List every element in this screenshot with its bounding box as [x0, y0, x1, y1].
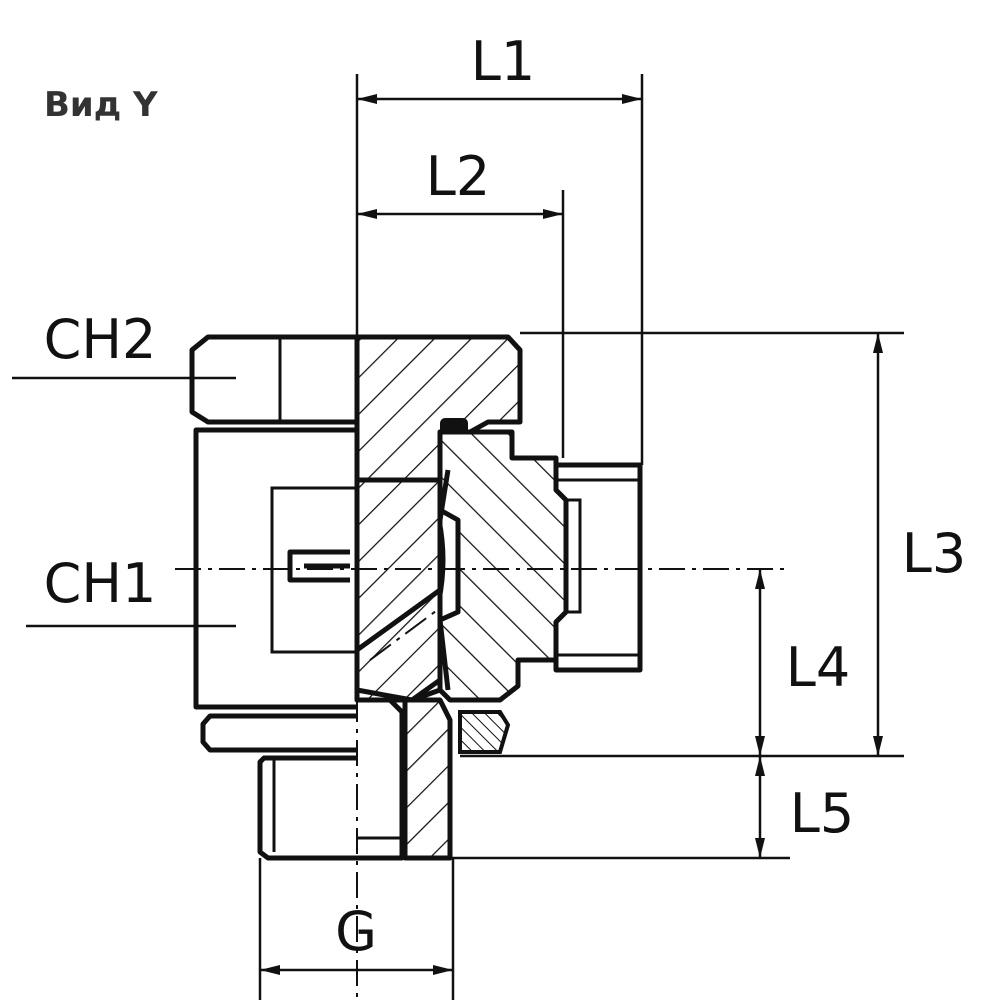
side-port: [553, 458, 643, 673]
label-l2: L2: [426, 145, 490, 208]
exterior-view: [189, 334, 357, 861]
label-l1: L1: [471, 30, 535, 93]
view-title: Вид Y: [44, 85, 158, 125]
top-seal: [440, 418, 468, 434]
bottom-seal: [458, 710, 511, 754]
label-l5: L5: [790, 782, 854, 845]
body-section: [437, 429, 569, 703]
oblique-bore: [354, 587, 443, 703]
label-g: G: [335, 900, 377, 963]
swivel-symbol: [287, 549, 350, 583]
section-view: [175, 300, 790, 1000]
bolt-section: [354, 477, 443, 703]
flange-ring: [200, 713, 357, 753]
label-l4: L4: [786, 636, 850, 699]
label-l3: L3: [902, 522, 966, 585]
label-ch2: CH2: [44, 308, 157, 371]
bolt-shank: [402, 697, 453, 861]
hex-nut-ch2: [189, 334, 357, 425]
dimensions: [12, 74, 904, 1000]
label-ch1: CH1: [44, 552, 157, 615]
threaded-stud: [257, 755, 357, 861]
